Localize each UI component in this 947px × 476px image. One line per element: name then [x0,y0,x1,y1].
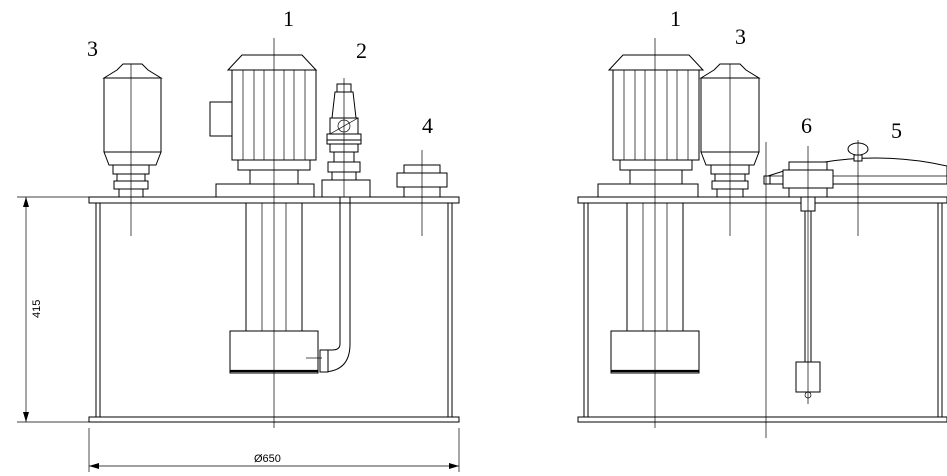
right-callout-mixer: 3 [735,24,746,49]
left-port [396,150,448,236]
left-mixer-motor [102,63,163,236]
right-tank-body [577,196,947,423]
left-pump-motor [209,38,319,428]
diameter-dimension [88,428,460,472]
left-callout-mixer: 3 [87,36,98,61]
height-dimension-label: 415 [31,300,43,318]
left-view: 1 2 3 4 415 Ø650 [17,6,460,472]
left-discharge-pipe [306,197,351,373]
right-mixer-motor [699,63,761,236]
diameter-dimension-label: Ø650 [254,453,281,465]
left-callout-pump: 1 [283,6,294,31]
left-valve [321,78,371,198]
right-callout-level-switch: 6 [801,113,812,138]
right-view: 1 3 6 5 [577,6,947,438]
right-callout-pump: 1 [670,6,681,31]
left-callout-valve: 2 [356,38,367,63]
right-level-switch [782,146,834,404]
height-dimension [17,196,89,423]
left-callout-port: 4 [422,113,433,138]
right-pump-motor [597,38,705,428]
right-callout-lid: 5 [891,118,902,143]
